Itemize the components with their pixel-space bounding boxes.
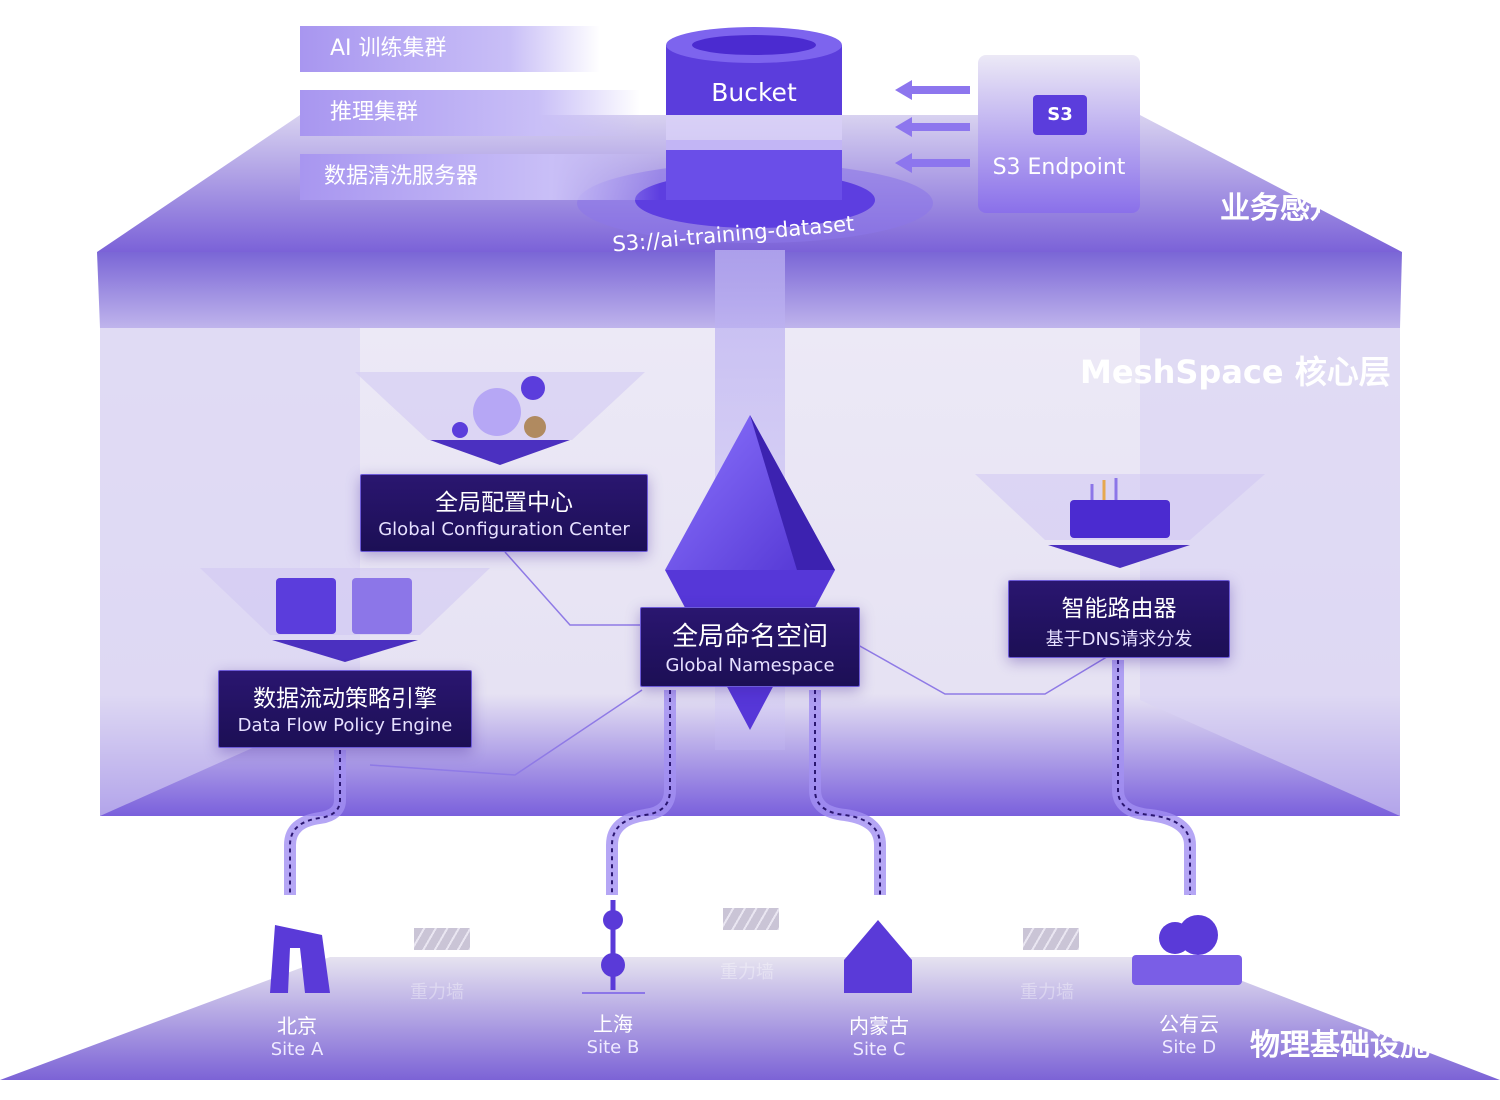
smart-router[interactable]: 智能路由器 基于DNS请求分发 (1008, 580, 1230, 658)
router-en: 基于DNS请求分发 (1045, 629, 1193, 650)
namespace-zh: 全局命名空间 (671, 622, 828, 652)
s3-endpoint-card[interactable]: S3 S3 Endpoint (978, 55, 1140, 213)
cloud-servers-icon (1132, 915, 1242, 985)
client-ai-training: AI 训练集群 (300, 26, 600, 72)
connector-lines (369, 551, 1111, 776)
core-layer-label: MeshSpace 核心层 (1080, 353, 1391, 391)
shanghai-tower-icon (582, 900, 645, 994)
site-en: Site D (1161, 1037, 1217, 1058)
site-zh: 上海 (593, 1012, 633, 1036)
policy-zh: 数据流动策略引擎 (253, 686, 437, 712)
gravity-wall-label-3: 重力墙 (1020, 982, 1074, 1003)
gears-icon (430, 376, 570, 465)
gravity-wall-3 (1023, 928, 1079, 950)
global-namespace[interactable]: 全局命名空间 Global Namespace (640, 607, 860, 687)
site-zh: 公有云 (1159, 1012, 1219, 1036)
site-en: Site B (586, 1037, 640, 1058)
beijing-cctv-icon (270, 925, 330, 993)
client-data-cleaning: 数据清洗服务器 (300, 154, 660, 200)
client-inference: 推理集群 (300, 90, 640, 136)
namespace-en: Global Namespace (665, 655, 835, 676)
business-layer-label: 业务感知层 (1220, 191, 1320, 226)
s3-icon: S3 (1033, 95, 1087, 135)
site-en: Site A (270, 1039, 324, 1060)
site-zh: 北京 (277, 1014, 317, 1038)
gravity-wall-2 (723, 908, 779, 930)
global-config-zh: 全局配置中心 (435, 490, 573, 516)
data-flow-policy-engine[interactable]: 数据流动策略引擎 Data Flow Policy Engine (218, 670, 472, 748)
endpoint-arrows (895, 80, 970, 173)
gravity-wall-1 (414, 928, 470, 950)
gravity-wall-label-2: 重力墙 (720, 962, 774, 983)
physical-layer-plane (0, 957, 1500, 1080)
physical-layer-label: 物理基础设施层 (1250, 1028, 1430, 1063)
storage-blocks-icon (272, 578, 418, 662)
gravity-wall-label-1: 重力墙 (410, 982, 464, 1003)
router-zh: 智能路由器 (1061, 596, 1177, 622)
global-config-center[interactable]: 全局配置中心 Global Configuration Center (360, 474, 648, 552)
s3-endpoint-label: S3 Endpoint (992, 155, 1126, 180)
site-en: Site C (852, 1039, 906, 1060)
site-zh: 内蒙古 (849, 1014, 909, 1038)
mongolia-yurt-icon (844, 920, 912, 993)
policy-en: Data Flow Policy Engine (237, 715, 453, 736)
bucket-label: Bucket (711, 78, 797, 107)
global-config-en: Global Configuration Center (378, 519, 630, 540)
bucket-cylinder-icon (577, 27, 933, 243)
router-icon (1048, 478, 1190, 568)
